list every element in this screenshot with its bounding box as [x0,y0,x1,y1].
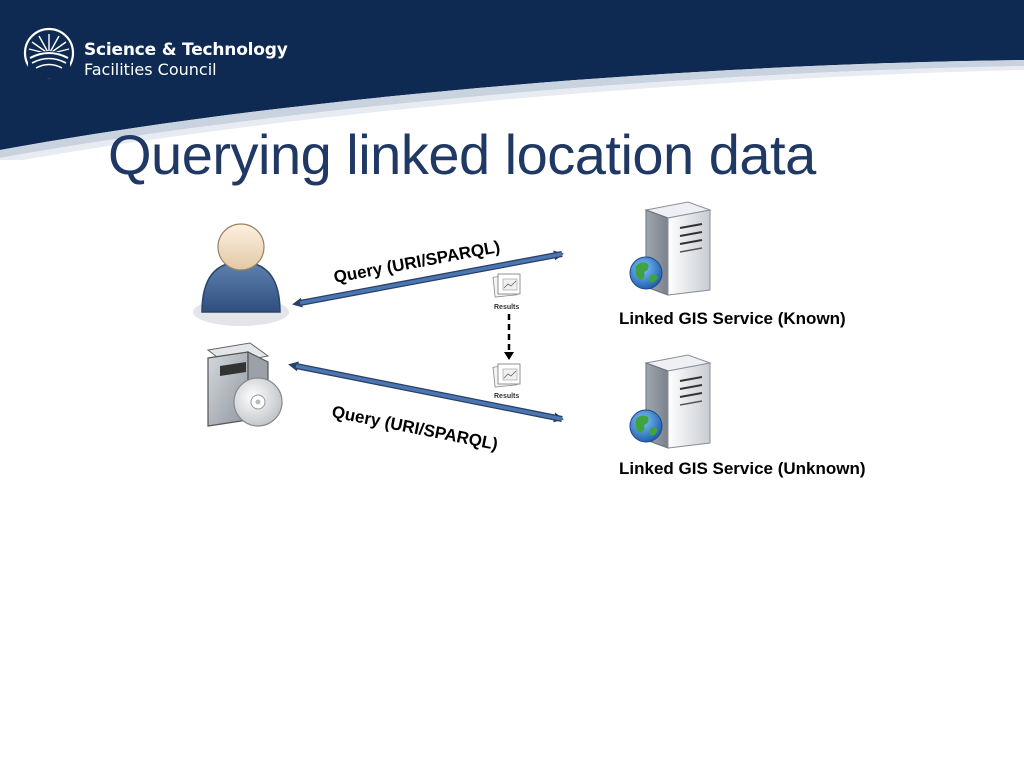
logo-line-1: Science & Technology [84,40,288,60]
server-known-icon [644,201,712,296]
logo-text: Science & Technology Facilities Council [84,40,288,80]
software-box-icon [206,342,283,427]
header-banner [0,0,1024,160]
results-document-icon: Results [492,363,521,400]
slide-title: Querying linked location data [108,123,816,186]
globe-icon [629,409,663,443]
results-document-icon: Results [492,273,521,311]
logo-line-2: Facilities Council [84,60,217,79]
globe-icon [629,256,663,290]
stfc-logo-icon [23,27,75,79]
results-label-top: Results [494,304,519,311]
server-unknown-icon [644,354,712,449]
results-label-bottom: Results [494,393,519,400]
user-icon [193,223,289,326]
known-service-label: Linked GIS Service (Known) [619,309,846,328]
unknown-service-label: Linked GIS Service (Unknown) [619,459,866,478]
results-dashed-arrow [504,314,514,360]
bottom-query-arrow [288,361,564,423]
top-query-arrow [292,250,564,308]
